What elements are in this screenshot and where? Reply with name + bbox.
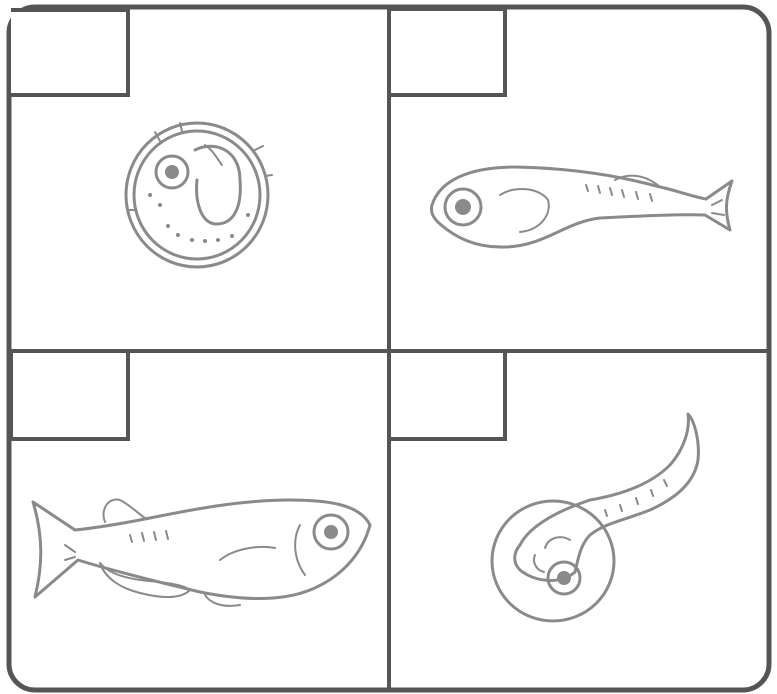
yolk-dot	[190, 238, 194, 242]
yolk-dot	[203, 239, 207, 243]
label-box-bottom-left	[11, 351, 128, 439]
adult-fish-illustration	[33, 500, 370, 606]
adult-myomere	[142, 533, 144, 541]
hatching-embryo-illustration	[492, 414, 698, 621]
adult-dorsal-fin	[103, 500, 145, 522]
adult-tail-ray	[65, 557, 75, 560]
panel-bottom-right	[389, 351, 505, 439]
hatching-embryo-myomere	[620, 505, 622, 511]
yolk-dot	[158, 203, 162, 207]
label-box-top-right	[389, 9, 505, 95]
hatching-embryo-body	[515, 414, 699, 580]
yolk-dot	[230, 234, 234, 238]
panel-top-right	[389, 9, 505, 95]
larva-pupil	[455, 199, 471, 215]
adult-anal-fin	[100, 563, 190, 597]
yolk-dot	[166, 224, 170, 228]
label-box-bottom-right	[389, 351, 505, 439]
larva-myomere	[610, 188, 612, 195]
adult-lateral-line	[220, 547, 275, 560]
hatching-embryo-myomere	[664, 480, 667, 486]
hatching-embryo-pupil	[557, 571, 571, 585]
yolk-dot	[246, 213, 250, 217]
hatching-embryo-myomere	[636, 498, 638, 504]
egg-illustration	[126, 123, 272, 267]
hatching-embryo-jaw	[534, 555, 544, 572]
adult-gill-cover	[295, 525, 305, 575]
yolk-dot	[216, 238, 220, 242]
larva-tail-ray	[712, 213, 724, 215]
hatching-egg-shell	[492, 501, 614, 621]
larva-body	[431, 167, 732, 247]
egg-hair	[265, 175, 272, 176]
panel-bottom-left	[11, 351, 128, 439]
egg-hair	[255, 146, 263, 150]
larva-myomere	[598, 186, 600, 193]
larva-gut	[500, 189, 549, 232]
hatching-embryo-myomere	[651, 490, 653, 496]
adult-pupil	[324, 525, 338, 539]
yolk-dot	[148, 193, 152, 197]
adult-tail-ray	[65, 545, 75, 552]
adult-fish-body	[33, 500, 370, 599]
yolk-dot	[176, 233, 180, 237]
larva-illustration	[431, 167, 732, 247]
larva-myomere	[586, 185, 588, 191]
hatching-embryo-head-line	[545, 537, 570, 548]
larva-myomere	[650, 194, 652, 201]
label-box-top-left	[11, 10, 128, 95]
panel-top-left	[11, 10, 128, 95]
larva-myomere	[622, 190, 624, 197]
adult-myomere	[130, 535, 132, 542]
larva-myomere	[636, 192, 638, 199]
embryo-pupil	[165, 165, 179, 179]
adult-myomere	[154, 532, 156, 540]
larva-tail-ray	[712, 200, 722, 205]
hatching-embryo-myomere	[605, 510, 607, 516]
adult-myomere	[166, 531, 168, 539]
